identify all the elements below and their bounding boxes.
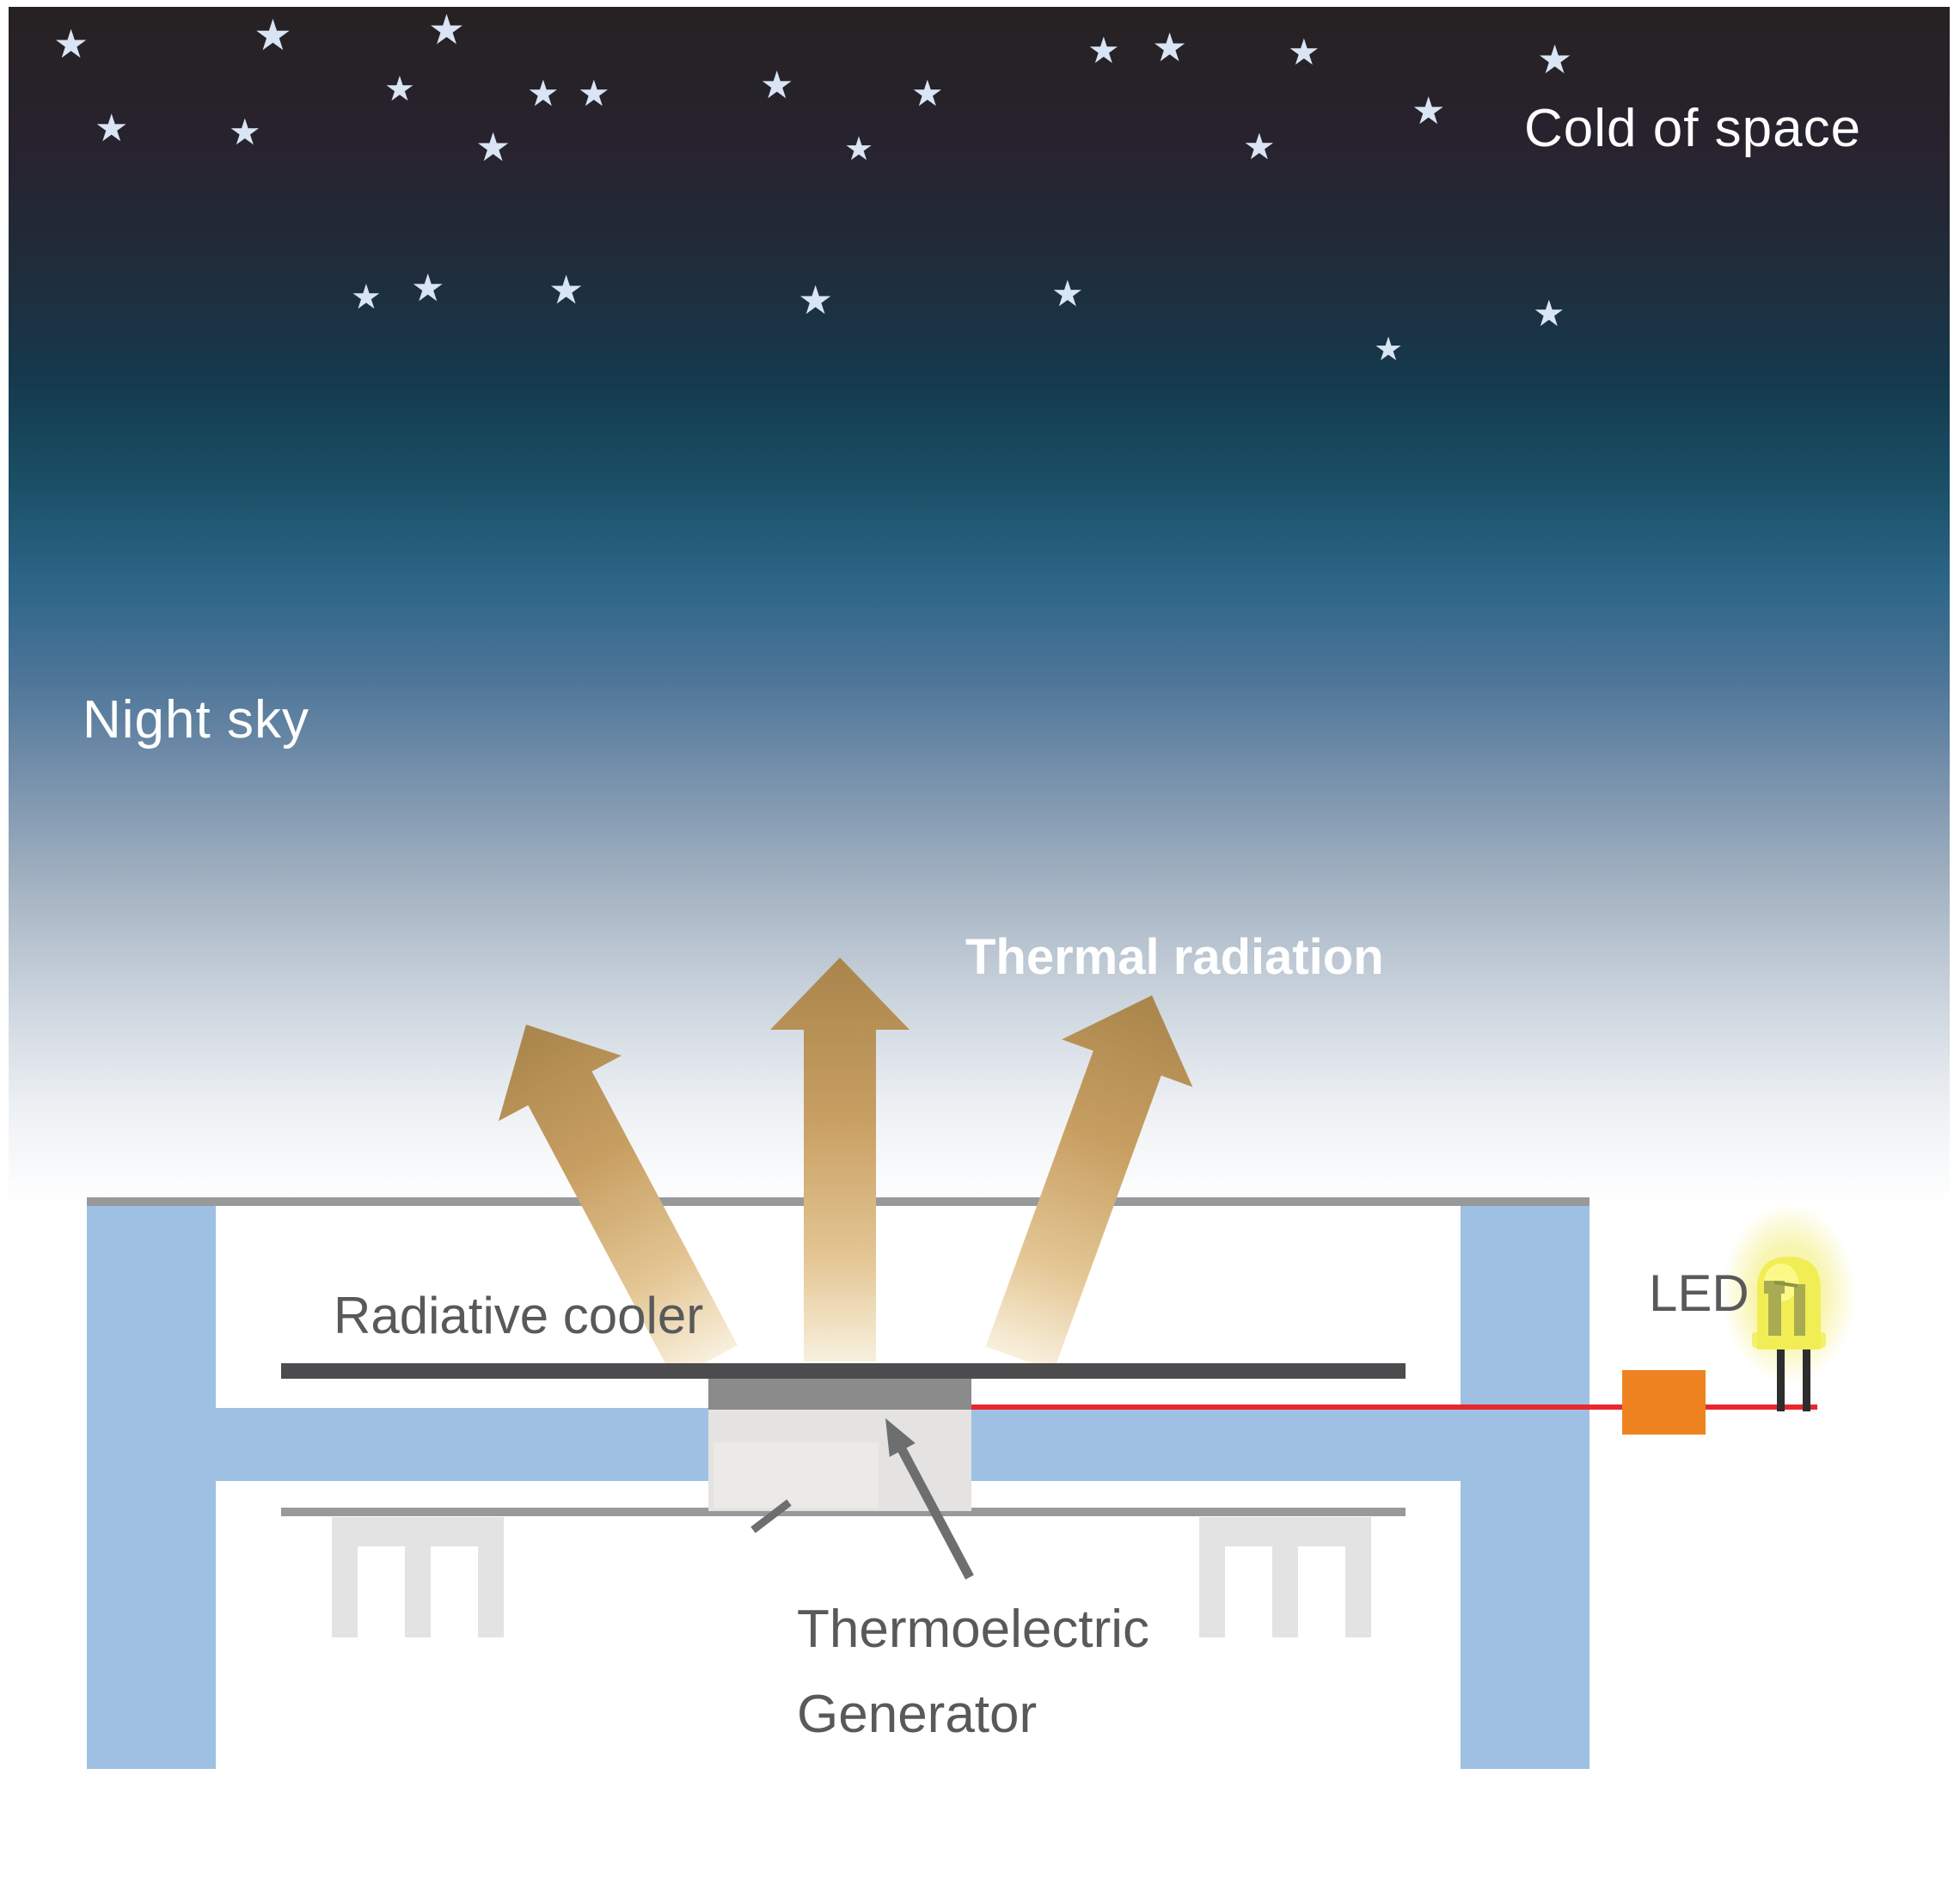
- support-prong: [1272, 1543, 1298, 1637]
- support-stand-left: [332, 1517, 504, 1723]
- table-right-leg: [1461, 1206, 1589, 1769]
- circuit-wire: [971, 1404, 1817, 1410]
- led-label: LED: [1649, 1264, 1749, 1322]
- radiative-cooler-panel: [281, 1363, 1406, 1379]
- support-prong: [332, 1543, 358, 1637]
- thermoelectric-generator-label-line2: Generator: [797, 1685, 1038, 1744]
- support-prong: [478, 1543, 504, 1637]
- lower-plate-line: [281, 1508, 1406, 1516]
- support-prong: [1345, 1543, 1371, 1637]
- thermoelectric-generator-label-line1: Thermoelectric: [797, 1600, 1149, 1659]
- resistor-block: [1622, 1370, 1706, 1435]
- thermoelectric-generator-inner: [714, 1442, 879, 1508]
- thermoelectric-generator-hot-plate: [708, 1379, 971, 1410]
- night-sky-background: [9, 7, 1950, 1206]
- thermal-radiation-label: Thermal radiation: [965, 929, 1384, 985]
- support-prong: [405, 1543, 431, 1637]
- table-left-leg: [87, 1206, 216, 1769]
- radiative-cooler-label: Radiative cooler: [334, 1287, 704, 1344]
- support-bar: [1199, 1517, 1371, 1546]
- thermoelectric-generator-label: Thermoelectric Generator: [797, 1587, 1244, 1757]
- cold-of-space-label: Cold of space: [1524, 99, 1862, 158]
- support-prong: [1199, 1543, 1225, 1637]
- support-bar: [332, 1517, 504, 1546]
- support-stand-right: [1199, 1517, 1371, 1723]
- night-sky-label: Night sky: [83, 690, 309, 750]
